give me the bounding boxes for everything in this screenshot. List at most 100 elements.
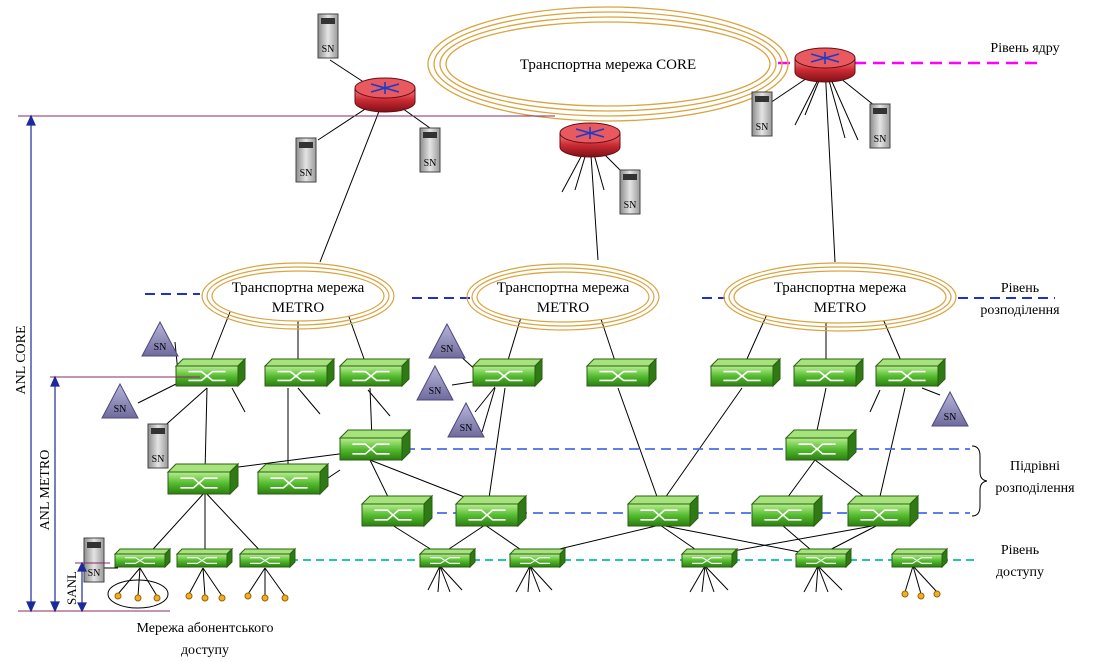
switch-icon	[846, 494, 920, 528]
sn-triangle-icon: SN	[447, 401, 485, 438]
server-icon: SN	[295, 137, 317, 183]
subscriber-node	[933, 590, 941, 598]
metro-label-3-line2: METRO	[814, 300, 867, 316]
switch-icon	[113, 547, 172, 569]
svg-text:SN: SN	[154, 342, 167, 353]
distribution-level-label-2: розподілення	[980, 303, 1060, 318]
distribution-level-line	[145, 293, 1055, 299]
dimension-lines	[18, 114, 555, 613]
switch-icon	[338, 357, 411, 388]
svg-text:SN: SN	[300, 168, 313, 179]
subscriber-node	[185, 592, 193, 600]
metro-label-2-line1: Транспортна мережа	[497, 280, 630, 296]
subscriber-node	[261, 594, 269, 602]
subdistribution-label-1: Підрівні	[1010, 459, 1060, 474]
core-network-label: Транспортна мережа CORE	[520, 57, 696, 73]
switch-icon	[166, 462, 240, 496]
server-icon: SN	[751, 91, 773, 137]
subscriber-node	[218, 594, 226, 602]
access-level-label-1: Рівень	[1001, 543, 1039, 558]
sn-triangle-icon: SN	[931, 390, 969, 427]
sanl-label: SANL	[64, 571, 79, 605]
subdistribution-label-2: розподілення	[995, 481, 1075, 496]
switch-icon	[709, 357, 782, 388]
metro-label-1-line2: METRO	[272, 300, 325, 316]
anl-core-label: ANL CORE	[14, 325, 29, 394]
svg-text:SN: SN	[429, 386, 442, 397]
server-icon: SN	[419, 127, 441, 173]
server-icon: SN	[317, 13, 339, 59]
router-icon	[354, 77, 416, 113]
svg-text:SN: SN	[424, 158, 437, 169]
sn-triangle-icon: SN	[101, 382, 139, 419]
subscriber-node	[917, 592, 925, 600]
metro-label-1-line1: Транспортна мережа	[232, 280, 365, 296]
svg-text:SN: SN	[944, 412, 957, 423]
router-icon	[559, 122, 621, 158]
sn-triangle-icon: SN	[141, 320, 179, 357]
server-icon: SN	[147, 423, 169, 469]
anl-metro-label: ANL METRO	[38, 450, 53, 531]
distribution-level-label-1: Рівень	[1001, 281, 1039, 296]
subdistribution-brace	[971, 445, 988, 517]
svg-text:SN: SN	[114, 404, 127, 415]
server-icon: SN	[83, 537, 105, 583]
svg-text:SN: SN	[874, 134, 887, 145]
switch-icon	[750, 494, 824, 528]
switches	[113, 357, 949, 569]
svg-text:SN: SN	[88, 568, 101, 579]
switch-icon	[794, 547, 853, 569]
switch-icon	[256, 462, 330, 496]
svg-text:SN: SN	[152, 454, 165, 465]
core-level-label: Рівень ядру	[990, 41, 1059, 56]
sn-triangle-icon: SN	[416, 364, 454, 401]
switch-icon	[454, 494, 528, 528]
switch-icon	[238, 547, 297, 569]
switch-icon	[792, 357, 865, 388]
switch-icon	[418, 547, 477, 569]
sn-triangles: SN SN SN SN SN SN	[101, 320, 969, 438]
servers: SN SN SN SN SN SN SN	[83, 13, 891, 583]
core-network-ring	[427, 6, 789, 122]
subscriber-network-label-2: доступу	[181, 643, 229, 658]
metro-ring-3	[723, 262, 957, 332]
svg-text:SN: SN	[441, 344, 454, 355]
subscriber-node	[244, 592, 252, 600]
switch-icon	[360, 494, 434, 528]
switch-icon	[174, 357, 247, 388]
sn-triangle-icon: SN	[428, 322, 466, 359]
subscriber-node	[153, 594, 161, 602]
switch-icon	[890, 547, 949, 569]
subscriber-node	[201, 594, 209, 602]
router-icon	[794, 47, 856, 83]
switch-icon	[175, 547, 234, 569]
svg-text:SN: SN	[322, 44, 335, 55]
switch-icon	[471, 357, 544, 388]
svg-text:SN: SN	[756, 122, 769, 133]
switch-icon	[680, 547, 739, 569]
svg-text:SN: SN	[624, 200, 637, 211]
switch-icon	[874, 357, 947, 388]
switch-icon	[626, 494, 700, 528]
routers	[354, 47, 856, 158]
switch-icon	[508, 547, 567, 569]
subscriber-network-ellipse	[107, 579, 169, 609]
metro-ring-2	[466, 263, 660, 331]
switch-icon	[338, 428, 412, 462]
subscriber-node	[281, 594, 289, 602]
subscriber-node	[901, 590, 909, 598]
subscriber-node	[114, 592, 122, 600]
server-icon: SN	[869, 103, 891, 149]
metro-label-2-line2: METRO	[537, 300, 590, 316]
access-level-label-2: доступу	[996, 565, 1044, 580]
metro-label-3-line1: Транспортна мережа	[774, 280, 907, 296]
metro-ring-1	[201, 262, 395, 330]
svg-text:SN: SN	[460, 423, 473, 434]
switch-icon	[585, 357, 658, 388]
subscriber-network-label-1: Мережа абонентського	[137, 621, 274, 636]
switch-icon	[784, 428, 858, 462]
subscriber-nodes	[114, 590, 941, 602]
server-icon: SN	[619, 169, 641, 215]
switch-icon	[263, 357, 336, 388]
